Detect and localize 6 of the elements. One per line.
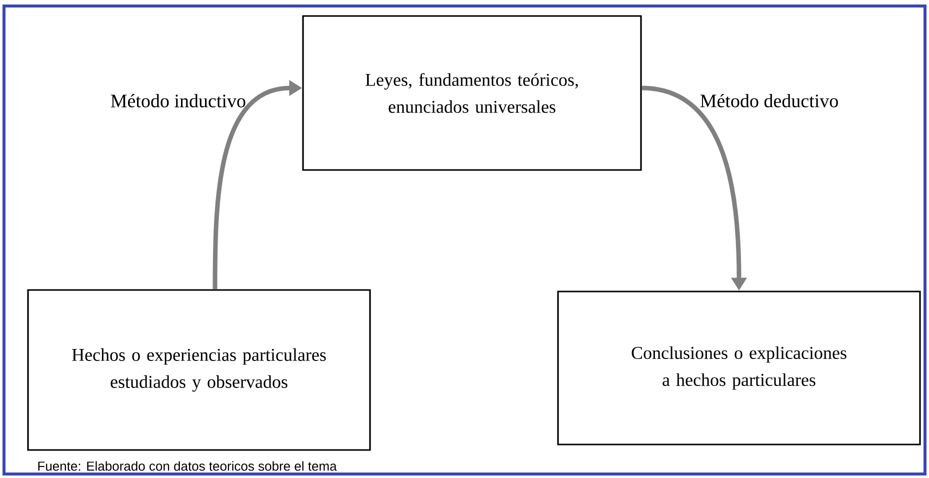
- edge-label: Método deductivo: [700, 94, 838, 108]
- text-box: Hechos o experiencias particulares estudiados y observados: [27, 289, 371, 451]
- caption: Fuente: Elaborado con datos teoricos sobre el tema: [38, 461, 337, 471]
- text-box: Leyes, fundamentos teóricos, enunciados universales: [302, 15, 642, 171]
- edge-label: Método inductivo: [110, 94, 246, 108]
- text-box: Conclusiones o explicaciones a hechos particulares: [557, 290, 921, 446]
